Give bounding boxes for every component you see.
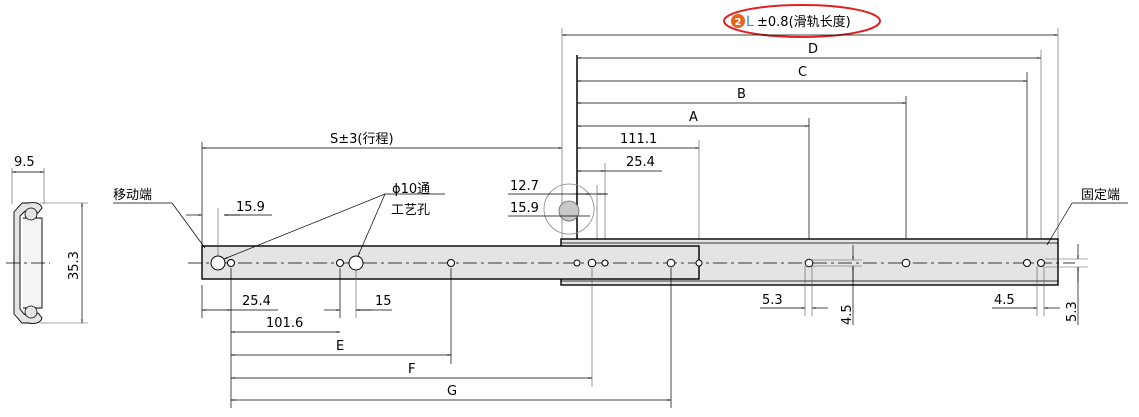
dim-25-4-top-label: 25.4 <box>626 155 655 170</box>
dim-4-5-right-label: 4.5 <box>994 293 1015 308</box>
moving-end-label: 移动端 <box>113 188 152 203</box>
moving-end-callout: 移动端 15.9 <box>113 188 272 256</box>
dim-25-4-bottom-label: 25.4 <box>242 294 271 309</box>
dim-15-label: 15 <box>375 294 392 309</box>
mount-hole <box>666 258 676 268</box>
dim-12-7-label: 12.7 <box>510 179 539 194</box>
fixed-end-callout: 固定端 <box>1046 188 1128 246</box>
ball-icon <box>558 200 580 222</box>
fixed-end-label: 固定端 <box>1081 188 1120 203</box>
process-hole <box>348 255 364 271</box>
dim-g-label: G <box>447 384 457 399</box>
dim-15-9-circle-label: 15.9 <box>510 201 539 216</box>
dim-4-5-vert-label: 4.5 <box>840 304 855 325</box>
badge-number: 2 <box>735 17 742 28</box>
upper-dimensions: D C B A 111.1 25.4 <box>576 42 1042 262</box>
dim-e-label: E <box>336 339 344 354</box>
dim-b-label: B <box>737 87 746 102</box>
cross-section-view: 9.5 35.3 <box>6 155 88 324</box>
stroke-dimension: S±3(行程) <box>201 132 562 250</box>
mount-hole <box>1037 259 1045 267</box>
stroke-label: S±3(行程) <box>330 132 394 147</box>
mount-hole <box>804 258 814 268</box>
ball-top <box>24 207 38 221</box>
dim-101-6-label: 101.6 <box>266 316 303 331</box>
ball-bottom <box>24 305 38 319</box>
hole-callout-line1: ϕ10通 <box>392 182 430 197</box>
dim-5-3-vert-label: 5.3 <box>1065 301 1080 322</box>
dim-f-label: F <box>408 362 415 377</box>
title-l-dimension: 2 L ±0.8(滑轨长度) <box>561 4 1059 240</box>
mount-hole <box>336 259 344 267</box>
hole-callout-line2: 工艺孔 <box>391 203 430 218</box>
dim-111-1-label: 111.1 <box>620 132 657 147</box>
process-hole <box>210 255 226 271</box>
mount-hole <box>447 259 455 267</box>
dim-15-9-left-label: 15.9 <box>236 200 265 215</box>
l-symbol: L <box>746 14 754 30</box>
lower-dimensions: 25.4 15 101.6 E F G 5.3 4.5 4.5 <box>201 244 1088 408</box>
dim-a-label: A <box>689 110 698 125</box>
dim-9-5-label: 9.5 <box>14 155 35 170</box>
dim-c-label: C <box>798 65 807 80</box>
moving-rail-body <box>201 245 700 280</box>
process-hole-callout: ϕ10通 工艺孔 <box>223 182 445 260</box>
dim-5-3-left-label: 5.3 <box>762 293 783 308</box>
badge-icon <box>731 14 745 28</box>
moving-rail <box>201 245 700 280</box>
dim-d-label: D <box>808 42 818 57</box>
dim-35-3-label: 35.3 <box>67 251 82 280</box>
highlight-ellipse <box>723 4 881 38</box>
mount-hole <box>901 258 911 268</box>
mount-hole <box>587 258 597 268</box>
l-tolerance-text: ±0.8(滑轨长度) <box>757 14 851 30</box>
holes <box>210 255 1045 271</box>
mount-hole <box>1023 259 1031 267</box>
mount-hole <box>227 259 235 267</box>
